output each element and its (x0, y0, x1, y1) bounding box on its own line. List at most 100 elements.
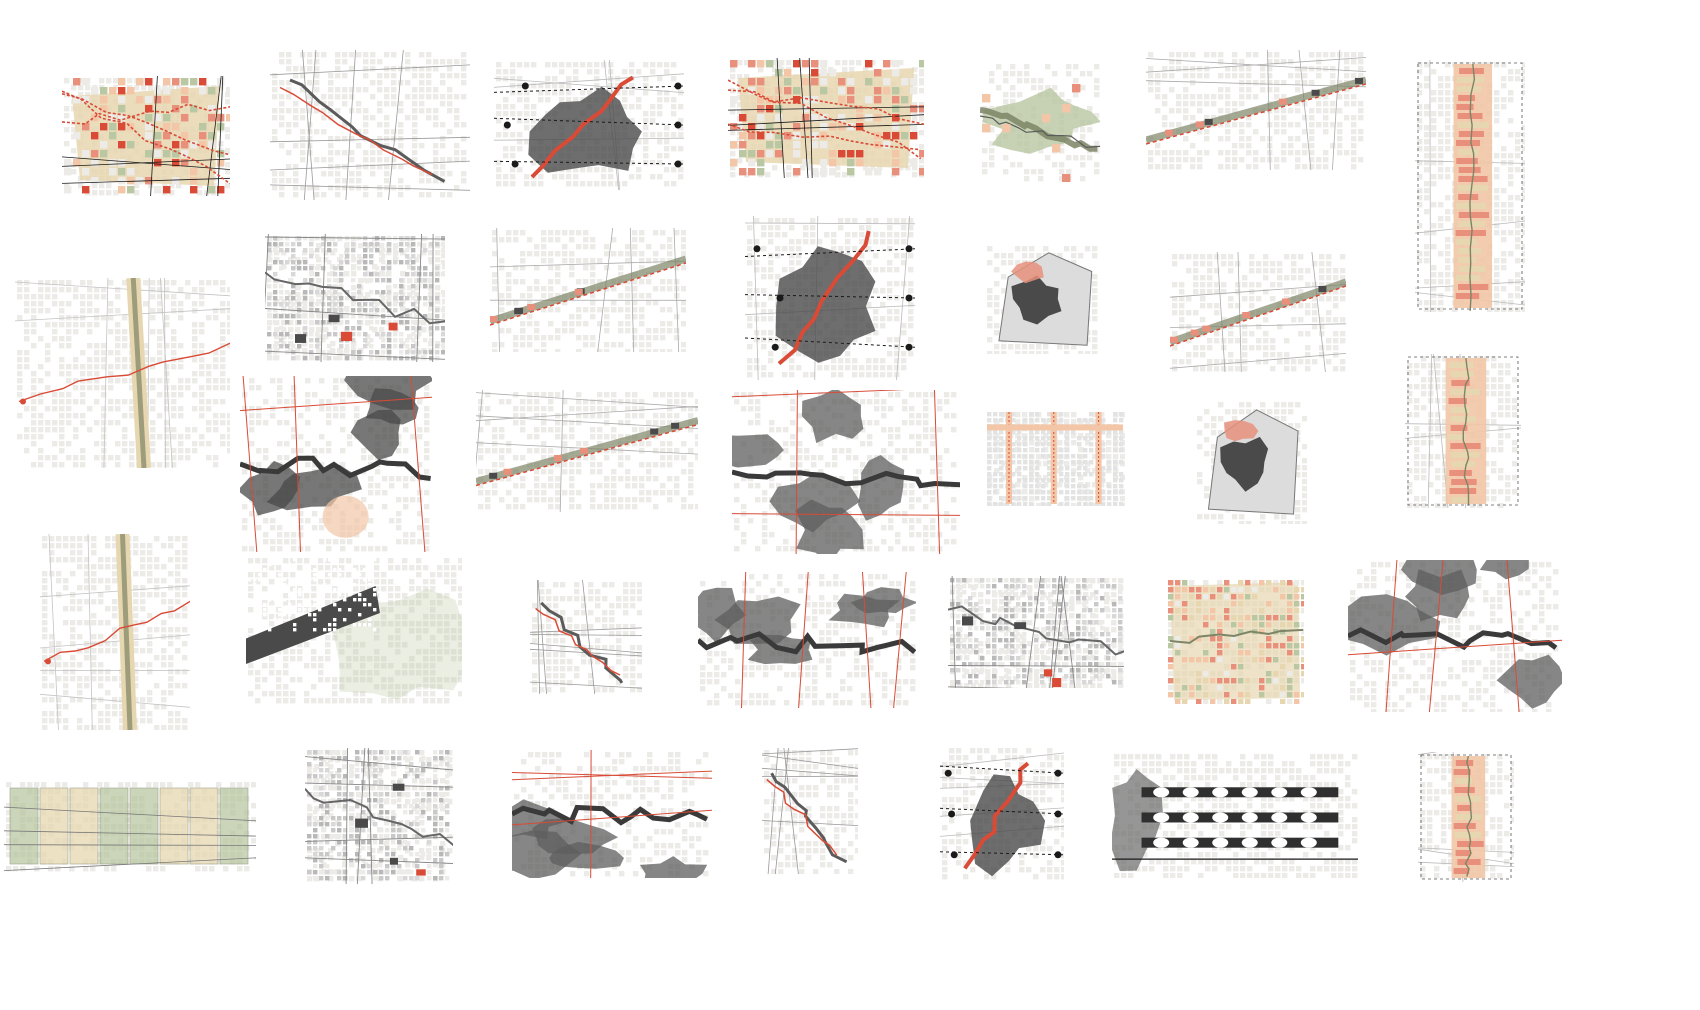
parcel (411, 344, 416, 349)
parcel (657, 111, 663, 117)
parcel (171, 364, 177, 370)
parcel (279, 326, 284, 331)
parcel (1291, 254, 1297, 260)
parcel (267, 350, 272, 355)
parcel (1417, 62, 1423, 68)
parcel (838, 150, 846, 158)
parcel (1522, 216, 1525, 222)
parcel (164, 385, 170, 391)
parcel (309, 254, 314, 259)
parcel (225, 99, 230, 105)
parcel (277, 441, 283, 447)
parcel (157, 343, 163, 349)
parcel (1484, 384, 1490, 390)
parcel (1148, 80, 1154, 86)
parcel (1176, 59, 1182, 65)
parcel (1281, 94, 1287, 100)
parcel (919, 88, 924, 94)
parcel (538, 174, 544, 180)
parcel (829, 123, 837, 131)
parcel (178, 308, 184, 314)
parcel (309, 332, 314, 337)
parcel (810, 232, 816, 238)
parcel (1094, 64, 1100, 70)
parcel (782, 246, 788, 252)
node-marker (521, 82, 529, 90)
plan-layer (1146, 50, 1366, 170)
parcel (866, 302, 872, 308)
parcel (279, 52, 285, 58)
parcel (1064, 351, 1070, 354)
parcel (747, 260, 753, 266)
parcel (496, 118, 502, 124)
parcel (52, 455, 58, 461)
parcel (1337, 80, 1343, 86)
parcel (1305, 303, 1311, 309)
parcel (393, 296, 398, 301)
parcel (747, 225, 753, 231)
parcel (127, 87, 135, 95)
parcel (1186, 359, 1192, 365)
parcel (314, 66, 320, 72)
parcel (1221, 338, 1227, 344)
parcel (1256, 338, 1262, 344)
parcel (1204, 136, 1210, 142)
parcel (17, 434, 23, 440)
parcel (590, 258, 596, 264)
parcel (181, 159, 189, 167)
parcel (87, 371, 93, 377)
parcel (101, 455, 107, 461)
parcel (1155, 108, 1161, 114)
parcel (316, 334, 322, 340)
parcel (351, 257, 357, 263)
parcel (883, 78, 891, 86)
parcel (784, 78, 792, 86)
parcel (517, 139, 523, 145)
parcel (309, 236, 314, 241)
parcel (1246, 122, 1252, 128)
parcel (129, 413, 135, 419)
parcel (115, 441, 121, 447)
strip-parcel (1455, 239, 1477, 245)
parcel (1442, 356, 1448, 362)
parcel (541, 293, 547, 299)
parcel (342, 94, 348, 100)
parcel (894, 253, 900, 259)
parcel (1414, 468, 1420, 474)
parcel (793, 168, 801, 176)
parcel (534, 321, 540, 327)
parcel (576, 279, 582, 285)
parcel (768, 309, 774, 315)
parcel (92, 183, 98, 189)
parcel (492, 279, 498, 285)
parcel (309, 350, 314, 355)
parcel (1207, 359, 1213, 365)
parcel (1340, 366, 1346, 372)
parcel (1036, 253, 1042, 259)
parcel (363, 278, 368, 283)
parcel (38, 301, 44, 307)
parcel (295, 292, 301, 298)
parcel (31, 441, 37, 447)
parcel (220, 420, 226, 426)
parcel (1291, 359, 1297, 365)
parcel (1017, 78, 1023, 84)
parcel (559, 62, 565, 68)
parcel (766, 60, 774, 68)
parcel (987, 295, 993, 301)
parcel (1435, 363, 1441, 369)
parcel (1484, 391, 1490, 397)
parcel (339, 344, 344, 349)
parcel (423, 338, 428, 343)
parcel (737, 60, 743, 66)
parcel (1344, 150, 1350, 156)
parcel (220, 413, 226, 419)
parcel (387, 356, 392, 361)
parcel (1445, 272, 1451, 278)
parcel (405, 80, 411, 86)
parcel (1218, 108, 1224, 114)
parcel (391, 80, 397, 86)
parcel (877, 165, 883, 171)
parcel (393, 299, 399, 305)
parcel (880, 323, 886, 329)
